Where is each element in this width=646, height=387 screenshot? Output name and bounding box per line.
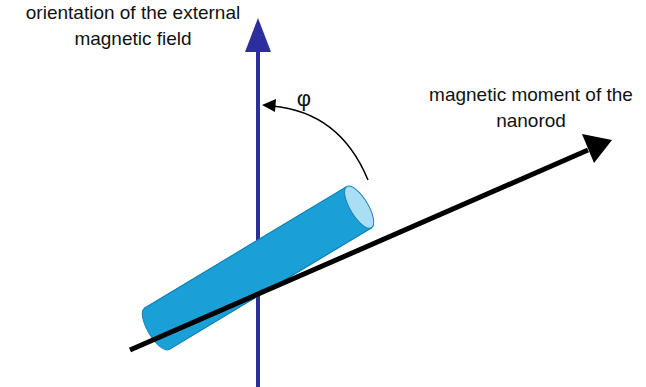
rod-cover bbox=[144, 187, 371, 350]
field-line bbox=[256, 48, 260, 387]
moment-line bbox=[130, 150, 588, 350]
moment-label: magnetic moment of the nanorod bbox=[420, 82, 642, 133]
field-arrowhead bbox=[245, 18, 271, 52]
angle-arc bbox=[272, 106, 368, 180]
angle-symbol: φ bbox=[292, 84, 316, 114]
rod-edge bbox=[144, 187, 346, 309]
angle-arrowhead bbox=[262, 99, 276, 112]
rod-body bbox=[144, 187, 371, 350]
rod-front-end bbox=[339, 182, 379, 232]
field-label: orientation of the external magnetic fie… bbox=[2, 0, 264, 51]
nanorod bbox=[137, 182, 379, 354]
moment-arrowhead bbox=[582, 134, 612, 163]
